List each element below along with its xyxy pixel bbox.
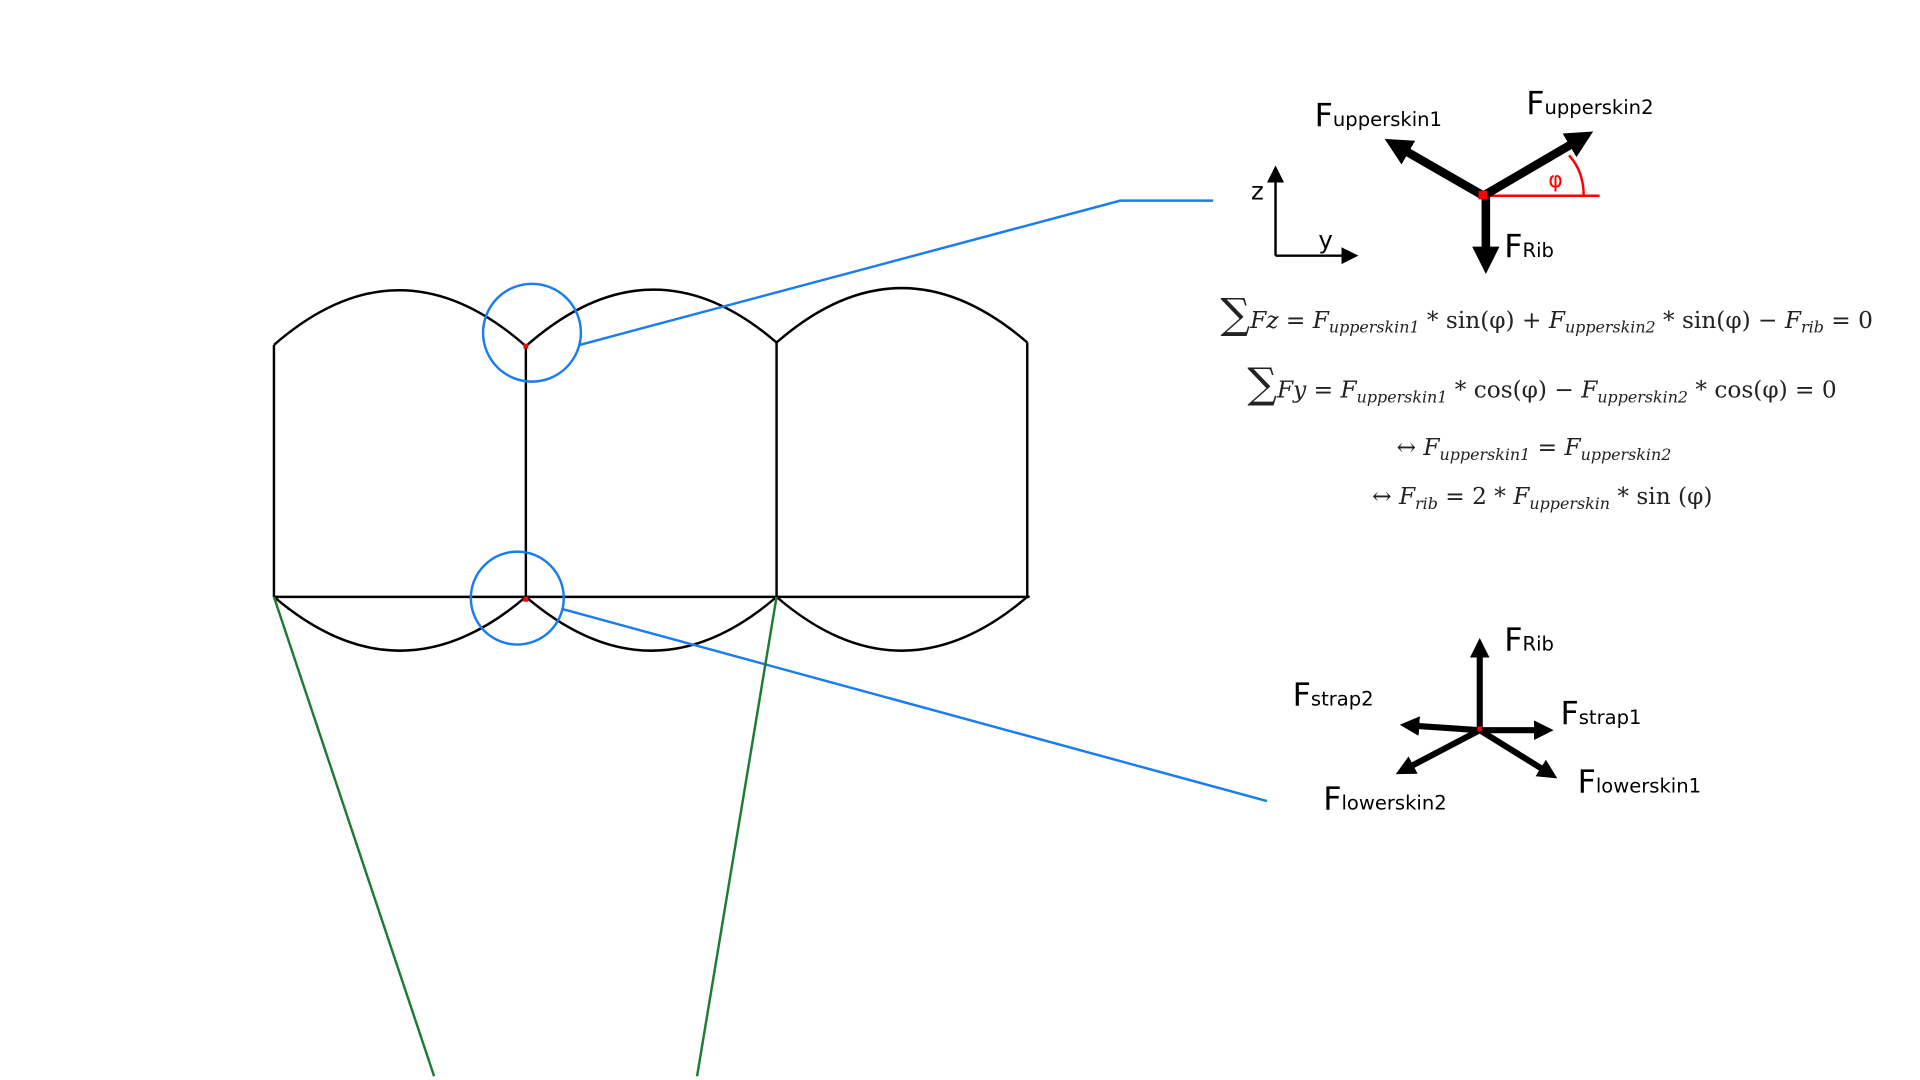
equation-sum-fz: ∑Fz = Fupperskin1 * sin(φ) + Fupperskin2…	[1220, 289, 1872, 338]
lower-callout-leader	[562, 607, 1268, 803]
upper-node-force-diagram: z y φ Fupperskin1 Fupperskin2 FRib	[1251, 85, 1654, 274]
upper-skin-2	[525, 288, 778, 348]
force-lowerskin1-arrow	[1478, 727, 1558, 779]
z-axis-label: z	[1251, 176, 1264, 205]
force-strap2-arrow	[1399, 716, 1480, 736]
force-upperskin1-arrow	[1384, 138, 1486, 200]
lower-node-force-diagram: FRib Fstrap2 Fstrap1 Flowerskin2 Flowers…	[1293, 622, 1701, 818]
angle-label: φ	[1548, 168, 1563, 193]
lower-skin-1	[273, 595, 527, 652]
label-f-strap1: Fstrap1	[1560, 695, 1641, 732]
wing-section	[272, 286, 1030, 652]
lower-node	[523, 596, 529, 602]
upper-callout-leader	[579, 199, 1214, 347]
node-point	[1477, 726, 1483, 732]
y-axis-label: y	[1318, 225, 1332, 254]
label-f-upperskin2: Fupperskin2	[1526, 85, 1653, 122]
strap-line-right	[695, 596, 778, 1077]
label-f-lowerskin2: Flowerskin2	[1323, 781, 1446, 818]
upper-skin-3	[775, 286, 1029, 344]
label-f-rib-lower: FRib	[1504, 622, 1554, 659]
upper-skin-1	[273, 288, 527, 348]
force-lowerskin2-arrow	[1395, 727, 1482, 775]
lower-node-callout-circle	[469, 550, 565, 646]
equation-equal-skins: ↔ Fupperskin1 = Fupperskin2	[1397, 434, 1672, 464]
label-f-strap2: Fstrap2	[1293, 677, 1374, 714]
lower-skin-3	[775, 595, 1029, 652]
angle-arc	[1568, 154, 1585, 196]
force-upperskin2-arrow	[1481, 131, 1594, 200]
strap-line-left	[272, 596, 436, 1077]
label-f-lowerskin1: Flowerskin1	[1578, 764, 1701, 801]
label-f-upperskin1: Fupperskin1	[1315, 97, 1442, 134]
node-point	[1478, 190, 1488, 200]
equation-sum-fy: ∑Fy = Fupperskin1 * cos(φ) − Fupperskin2…	[1247, 359, 1836, 408]
upper-node	[523, 343, 529, 349]
upper-node-callout-circle	[481, 282, 583, 383]
label-f-rib: FRib	[1504, 228, 1554, 265]
equation-rib-force: ↔ Frib = 2 * Fupperskin * sin (φ)	[1372, 483, 1712, 513]
equilibrium-equations: ∑Fz = Fupperskin1 * sin(φ) + Fupperskin2…	[1220, 289, 1872, 513]
